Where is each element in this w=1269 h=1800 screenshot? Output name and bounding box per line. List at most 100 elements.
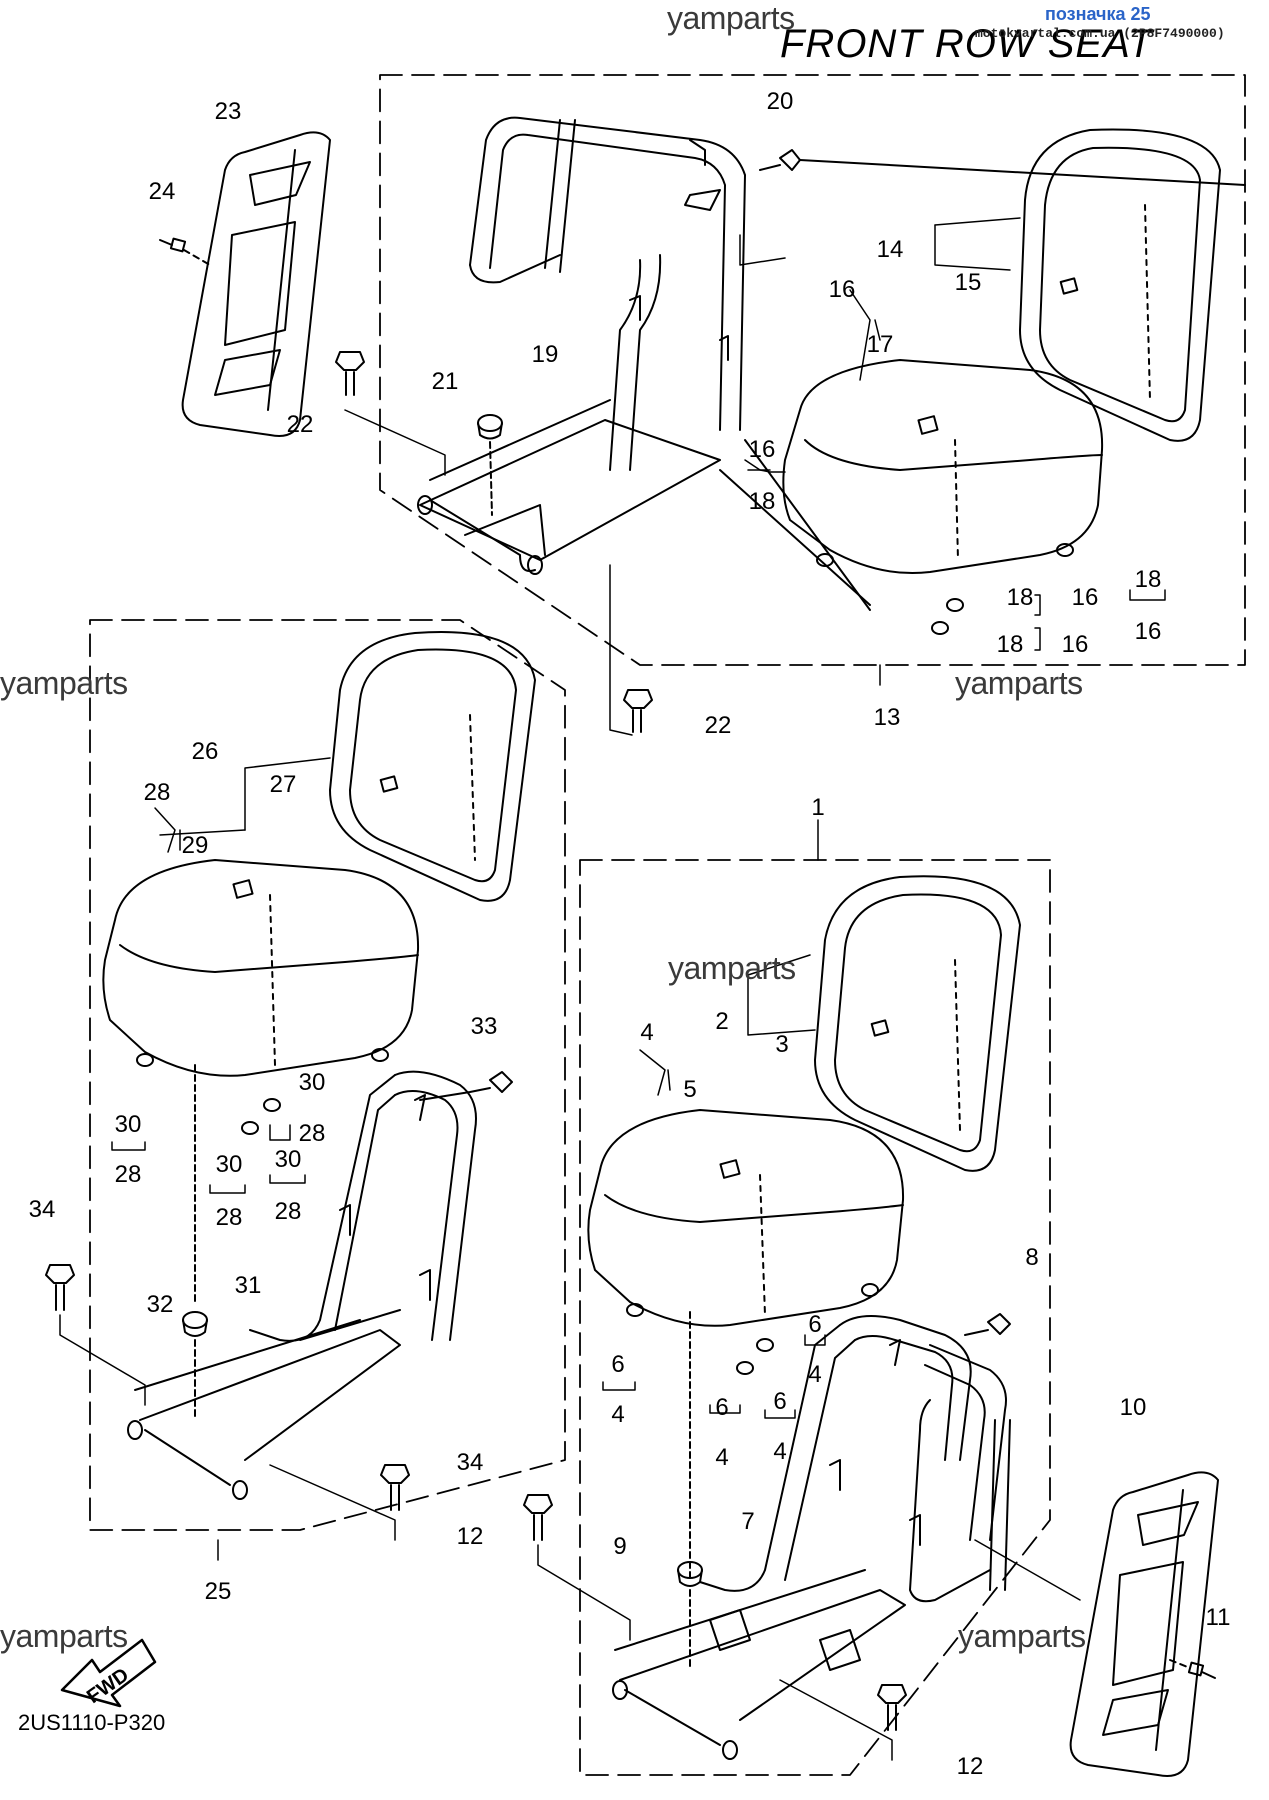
part-number-28: 28 — [298, 1120, 326, 1147]
source-site: motokvartal.com.ua (2P8F7490000) — [975, 26, 1225, 41]
seat-cushion-4 — [587, 1109, 905, 1581]
part-number-4: 4 — [611, 1401, 625, 1428]
seat-frame-19 — [417, 116, 746, 575]
part-stamp: позначка 25 — [1045, 4, 1151, 24]
part-number-18: 18 — [1134, 566, 1162, 593]
bolt-22-upper — [335, 351, 446, 476]
watermark-text: yamparts — [955, 665, 1083, 701]
bolt-12-upper — [523, 1494, 631, 1641]
part-number-16: 16 — [828, 276, 856, 303]
seat-cushion-28 — [102, 859, 420, 1135]
bolt-34-lower — [269, 1464, 410, 1541]
part-number-9: 9 — [613, 1533, 627, 1560]
grommet-21 — [477, 414, 503, 516]
part-number-31: 31 — [234, 1272, 262, 1299]
part-number-22: 22 — [704, 712, 732, 739]
side-panel-10 — [1069, 1471, 1219, 1777]
part-number-28: 28 — [114, 1161, 142, 1188]
part-number-18: 18 — [748, 488, 776, 515]
group-1-boundary — [579, 859, 1051, 1776]
part-number-30: 30 — [298, 1069, 326, 1096]
bolt-33 — [419, 1071, 513, 1101]
ref-brackets-right — [602, 954, 826, 1419]
part-number-16: 16 — [748, 436, 776, 463]
diagram-title: FRONT ROW SEAT — [780, 22, 1154, 66]
watermark-text: yamparts — [668, 950, 796, 986]
bolt-34-upper — [45, 1264, 146, 1406]
part-number-15: 15 — [954, 269, 982, 296]
watermark-text: yamparts — [0, 1618, 128, 1654]
part-number-28: 28 — [215, 1204, 243, 1231]
ref-brackets-left — [111, 757, 331, 1561]
pin-24 — [159, 237, 211, 266]
part-number-30: 30 — [215, 1151, 243, 1178]
part-number-7: 7 — [741, 1508, 755, 1535]
fwd-arrow-icon — [60, 1638, 157, 1708]
backrest-2 — [814, 875, 1021, 1172]
part-number-11: 11 — [1205, 1604, 1231, 1631]
watermark-text: yamparts — [958, 1618, 1086, 1654]
part-number-13: 13 — [873, 704, 901, 731]
part-number-1: 1 — [811, 794, 825, 821]
grommet-32 — [182, 1064, 208, 1421]
part-number-25: 25 — [204, 1578, 232, 1605]
part-number-5: 5 — [683, 1076, 697, 1103]
watermark-text: yamparts — [0, 665, 128, 701]
backrest-26 — [329, 631, 536, 902]
part-number-4: 4 — [640, 1019, 654, 1046]
seat-frame-31 — [127, 1070, 477, 1500]
part-number-6: 6 — [715, 1394, 729, 1421]
group-13-boundary — [379, 74, 1246, 666]
seat-cushion-16 — [719, 359, 1104, 635]
part-number-4: 4 — [715, 1444, 729, 1471]
part-number-16: 16 — [1071, 584, 1099, 611]
part-number-27: 27 — [269, 771, 297, 798]
part-number-28: 28 — [143, 779, 171, 806]
part-number-14: 14 — [876, 236, 904, 263]
part-number-18: 18 — [996, 631, 1024, 658]
bolt-22-lower — [609, 564, 653, 736]
part-number-19: 19 — [531, 341, 559, 368]
group-25-boundary — [89, 619, 566, 1531]
part-number-17: 17 — [866, 331, 894, 358]
part-number-28: 28 — [274, 1198, 302, 1225]
part-number-4: 4 — [773, 1438, 787, 1465]
part-number-6: 6 — [808, 1311, 822, 1338]
grommet-9 — [677, 1561, 703, 1671]
part-number-12: 12 — [456, 1523, 484, 1550]
part-number-18: 18 — [1006, 584, 1034, 611]
seat-frame-7 — [612, 1315, 1011, 1760]
bolt-20 — [759, 149, 1246, 186]
part-number-10: 10 — [1119, 1394, 1147, 1421]
part-number-4: 4 — [808, 1361, 822, 1388]
part-number-24: 24 — [148, 178, 176, 205]
part-number-34: 34 — [28, 1196, 56, 1223]
leader-panel-10 — [974, 1539, 1081, 1601]
part-number-6: 6 — [773, 1388, 787, 1415]
bolt-12-lower — [779, 1679, 907, 1761]
side-panel-23 — [181, 131, 331, 437]
part-number-8: 8 — [1025, 1244, 1039, 1271]
part-number-12: 12 — [956, 1753, 984, 1780]
part-number-32: 32 — [146, 1291, 174, 1318]
part-number-16: 16 — [1061, 631, 1089, 658]
part-number-22: 22 — [286, 411, 314, 438]
part-number-20: 20 — [766, 88, 794, 115]
part-number-29: 29 — [181, 832, 209, 859]
watermark-text: yamparts — [667, 0, 795, 36]
part-number-33: 33 — [470, 1013, 498, 1040]
part-number-26: 26 — [191, 738, 219, 765]
part-number-34: 34 — [456, 1449, 484, 1476]
pin-11 — [1169, 1659, 1216, 1679]
bolt-8 — [964, 1313, 1011, 1336]
part-number-2: 2 — [715, 1008, 729, 1035]
diagram-code: 2US1110-P320 — [18, 1710, 166, 1735]
part-number-6: 6 — [611, 1351, 625, 1378]
backrest-14 — [1019, 128, 1221, 442]
part-number-30: 30 — [274, 1146, 302, 1173]
part-number-30: 30 — [114, 1111, 142, 1138]
part-number-3: 3 — [775, 1031, 789, 1058]
part-number-16: 16 — [1134, 618, 1162, 645]
part-number-23: 23 — [214, 98, 242, 125]
